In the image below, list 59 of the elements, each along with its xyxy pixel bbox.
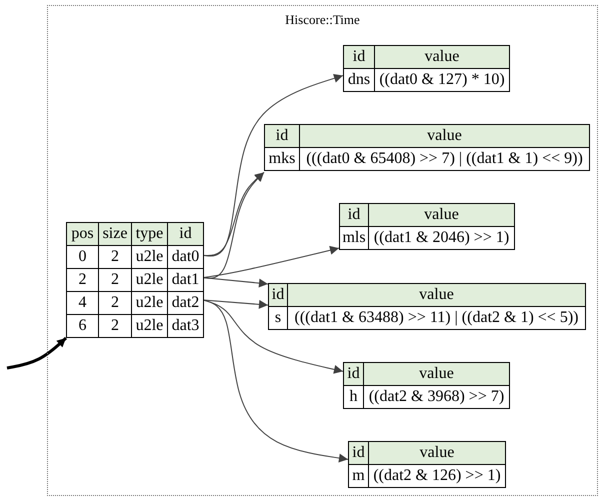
header-cell: pos bbox=[66, 222, 98, 246]
table-cell: 2 bbox=[98, 246, 132, 268]
header-cell: value bbox=[368, 442, 506, 464]
table-cell: 6 bbox=[66, 314, 98, 338]
data-table bbox=[66, 222, 203, 338]
header-cell: id bbox=[264, 124, 300, 148]
arrow bbox=[202, 299, 348, 462]
header-cell: id bbox=[168, 222, 204, 246]
data-table bbox=[264, 124, 589, 171]
table-cell: 2 bbox=[98, 292, 132, 314]
table-cell: dat1 bbox=[168, 268, 204, 292]
header-cell: id bbox=[268, 284, 288, 306]
table-cell: u2le bbox=[132, 268, 168, 292]
table-cell: ((dat0 & 127) * 10) bbox=[374, 68, 510, 92]
table-cell: m bbox=[348, 464, 368, 488]
table-cell: h bbox=[344, 386, 364, 408]
table-cell: dns bbox=[344, 68, 374, 92]
cluster-frame bbox=[47, 5, 598, 496]
table-cell: 0 bbox=[66, 246, 98, 268]
header-cell: value bbox=[368, 204, 514, 226]
header-cell: value bbox=[364, 362, 510, 386]
arrow bbox=[202, 299, 268, 309]
cluster-title: Hiscore::Time bbox=[284, 12, 361, 28]
table-cell: u2le bbox=[132, 246, 168, 268]
table-cell: dat0 bbox=[168, 246, 204, 268]
header-cell: id bbox=[348, 442, 368, 464]
arrow bbox=[202, 277, 268, 288]
table-cell: (((dat1 & 63488) >> 11) | ((dat2 & 1) << 5)) bbox=[288, 306, 586, 330]
data-table bbox=[268, 283, 585, 330]
table-cell: ((dat2 & 126) >> 1) bbox=[368, 464, 506, 488]
header-cell: id bbox=[344, 362, 364, 386]
table-cell: (((dat0 & 65408) >> 7) | ((dat1 & 1) << 9)) bbox=[300, 148, 590, 170]
table-cell: s bbox=[268, 306, 288, 330]
header-cell: id bbox=[344, 46, 374, 68]
table-cell: mls bbox=[340, 226, 368, 250]
table-cell: mks bbox=[264, 148, 300, 170]
header-cell: value bbox=[288, 284, 586, 306]
table-cell: dat3 bbox=[168, 314, 204, 338]
table-cell: 2 bbox=[66, 268, 98, 292]
arrow bbox=[202, 172, 264, 256]
arrow bbox=[202, 246, 340, 278]
table-cell: 4 bbox=[66, 292, 98, 314]
header-cell: type bbox=[132, 222, 168, 246]
header-cell: size bbox=[98, 222, 132, 246]
data-table bbox=[343, 362, 509, 409]
table-cell: ((dat2 & 3968) >> 7) bbox=[364, 386, 510, 408]
table-cell: ((dat1 & 2046) >> 1) bbox=[368, 226, 514, 250]
header-cell: value bbox=[300, 124, 590, 148]
table-cell: u2le bbox=[132, 292, 168, 314]
data-table bbox=[348, 441, 505, 488]
header-cell: id bbox=[340, 204, 368, 226]
table-cell: dat2 bbox=[168, 292, 204, 314]
table-cell: 2 bbox=[98, 314, 132, 338]
table-cell: 2 bbox=[98, 268, 132, 292]
data-table bbox=[339, 203, 514, 250]
header-cell: value bbox=[374, 46, 510, 68]
data-table bbox=[343, 45, 509, 92]
arrow bbox=[6, 336, 68, 370]
table-cell: u2le bbox=[132, 314, 168, 338]
